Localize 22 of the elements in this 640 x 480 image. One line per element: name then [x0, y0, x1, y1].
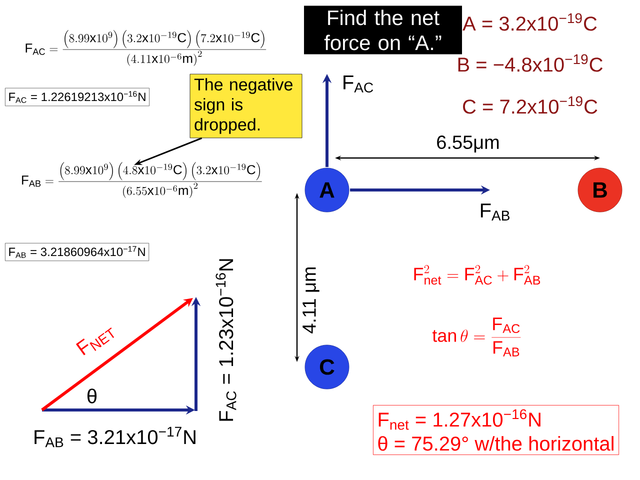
- result-box: F$_{AB}$ = 3.21860964x10$^{−17}$N: [5, 242, 150, 262]
- dimension-label: 6.55μm: [437, 136, 499, 152]
- equation: $\mathrm{F}_{\mathrm{AB}}=\frac{\left(8.99\mathrm{x}10^{9}\right)\left(4.8\mathrm{x}10^{-19}\mathrm{C}\right)\left(3.2\mathrm{x}10^{-19}\mathrm{C}\right)}{\left(6.55\mathrm{x}10^{-6}\mathrm{m}\right)^{2}}$: [22, 162, 262, 198]
- angle-label: θ: [87, 388, 97, 404]
- charge-value: B = −4.8x10$^{−19}$C: [458, 54, 603, 72]
- vector-label: F$_{NET}$: [76, 328, 114, 356]
- result-box: F$_{AC}$ = 1.22619213x10$^{−16}$N: [5, 88, 150, 106]
- title-box: Find the net force on “A.”: [304, 6, 462, 54]
- charge-ball: C: [304, 344, 350, 390]
- force-label: F$_{AC}$: [344, 76, 374, 92]
- charge-ball: A: [304, 168, 350, 212]
- force-label: F$_{AB}$: [480, 204, 510, 220]
- answer-box: F$_{net}$ = 1.27x10$^{−16}$N θ = 75.29° w/the horizontal: [373, 405, 619, 455]
- callout-box: The negative sign is dropped.: [190, 74, 302, 138]
- vector-label: F$_{AC}$ = 1.23x10$^{−16}$N: [216, 259, 236, 421]
- dimension-label: 4.11 μm: [302, 267, 320, 334]
- equation: $\mathrm{F}_{\mathrm{net}}^{2}=\mathrm{F}_{\mathrm{AC}}^{2}+\mathrm{F}_{\mathrm{AB}}^{2}$: [414, 265, 540, 285]
- charge-ball: B: [578, 168, 622, 212]
- vector-label: F$_{AB}$ = 3.21x10$^{−17}$N: [34, 426, 196, 448]
- equation: $\mathrm{F}_{\mathrm{AC}}=\frac{\left(8.99\mathrm{x}10^{9}\right)\left(3.2\mathrm{x}10^{-19}\mathrm{C}\right)\left(7.2\mathrm{x}10^{-19}\mathrm{C}\right)}{\left(4.11\mathrm{x}10^{-6}\mathrm{m}\right)^{2}}$: [26, 30, 266, 66]
- charge-value: C = 7.2x10$^{−19}$C: [463, 96, 598, 114]
- equation: $\tan\theta=\frac{\mathrm{F}_{\mathrm{AC}}}{\mathrm{F}_{\mathrm{AB}}}$: [432, 318, 521, 356]
